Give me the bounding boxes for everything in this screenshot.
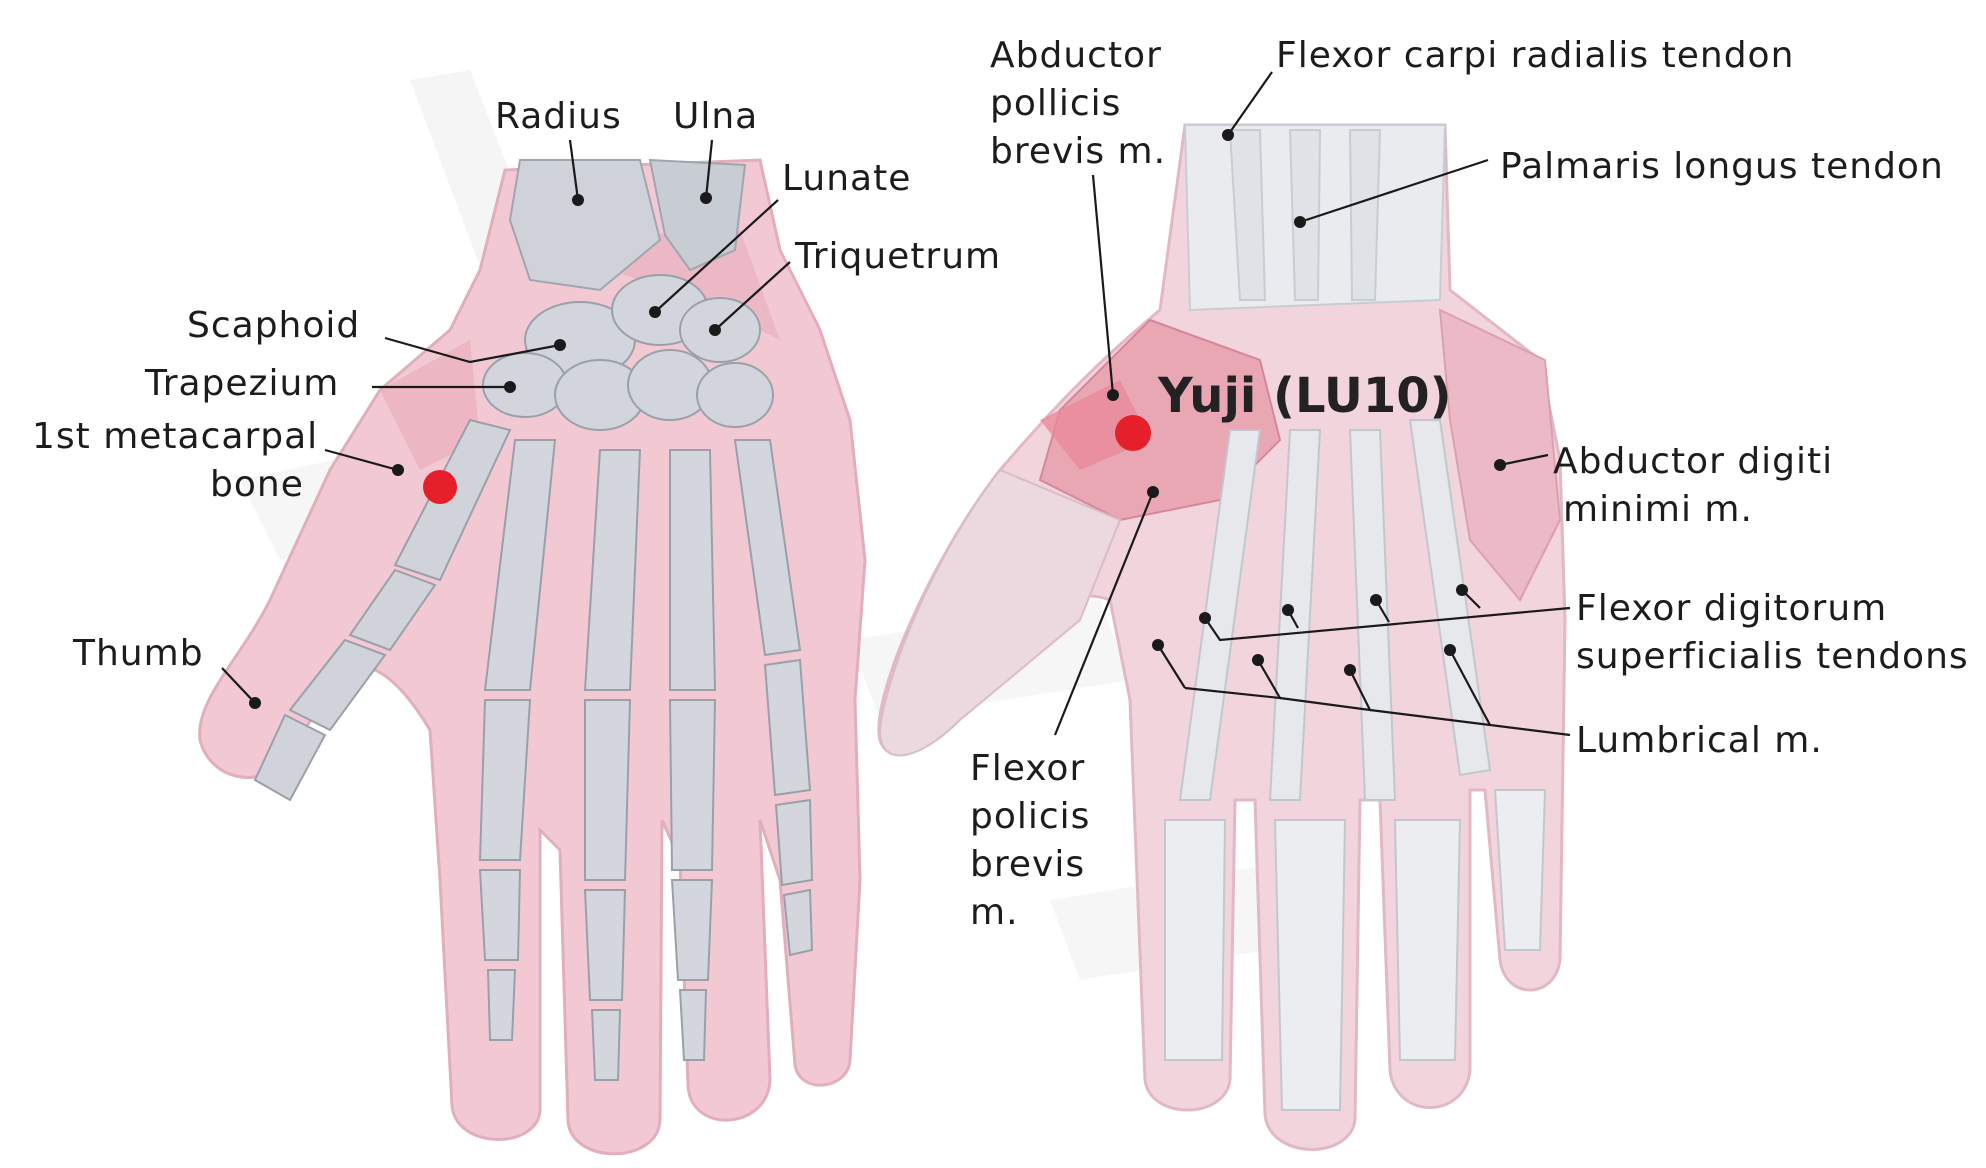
- carpal-bones: [482, 274, 774, 431]
- label-radius: Radius: [495, 96, 622, 137]
- acupoint-yuji: [1115, 415, 1151, 451]
- finger-bones: [478, 439, 814, 1081]
- left-leaders: [221, 139, 791, 709]
- label-flexor-pollicis-1: Flexor: [970, 748, 1085, 789]
- right-labels: Abductor pollicis brevis m. Flexor carpi…: [970, 35, 1969, 933]
- hypothenar-muscle: [1438, 308, 1562, 602]
- radius-bone: [508, 159, 662, 292]
- label-lunate: Lunate: [782, 158, 911, 199]
- label-triquetrum: Triquetrum: [794, 236, 1001, 277]
- label-thumb: Thumb: [72, 633, 204, 674]
- left-hand-illustration: [198, 158, 867, 1156]
- label-abductor-pollicis-1: Abductor: [990, 35, 1162, 76]
- label-scaphoid: Scaphoid: [187, 305, 360, 346]
- right-hand-illustration: [877, 123, 1567, 1151]
- label-first-metacarpal-1: 1st metacarpal: [32, 416, 318, 457]
- label-flexor-carpi-radialis: Flexor carpi radialis tendon: [1276, 35, 1794, 76]
- label-flexor-pollicis-2: policis: [970, 796, 1090, 837]
- label-palmaris-longus: Palmaris longus tendon: [1500, 146, 1944, 187]
- label-yuji-point: Yuji (LU10): [1157, 368, 1452, 424]
- label-abductor-pollicis-3: brevis m.: [990, 131, 1166, 172]
- label-abductor-pollicis-2: pollicis: [990, 83, 1121, 124]
- label-fds-2: superficialis tendons: [1576, 636, 1969, 677]
- label-fds-1: Flexor digitorum: [1576, 588, 1887, 629]
- left-labels: Radius Ulna Lunate Triquetrum Scaphoid T…: [32, 96, 1001, 674]
- label-flexor-pollicis-4: m.: [970, 892, 1019, 933]
- label-flexor-pollicis-3: brevis: [970, 844, 1085, 885]
- thumb-bones: [253, 418, 512, 802]
- right-leaders: [1053, 71, 1571, 737]
- label-ulna: Ulna: [673, 96, 758, 137]
- label-trapezium: Trapezium: [144, 363, 339, 404]
- label-abductor-digiti-1: Abductor digiti: [1553, 441, 1833, 482]
- acupoint-left: [423, 470, 457, 504]
- label-lumbrical: Lumbrical m.: [1576, 720, 1823, 761]
- label-first-metacarpal-2: bone: [210, 464, 304, 505]
- label-abductor-digiti-2: minimi m.: [1563, 489, 1753, 530]
